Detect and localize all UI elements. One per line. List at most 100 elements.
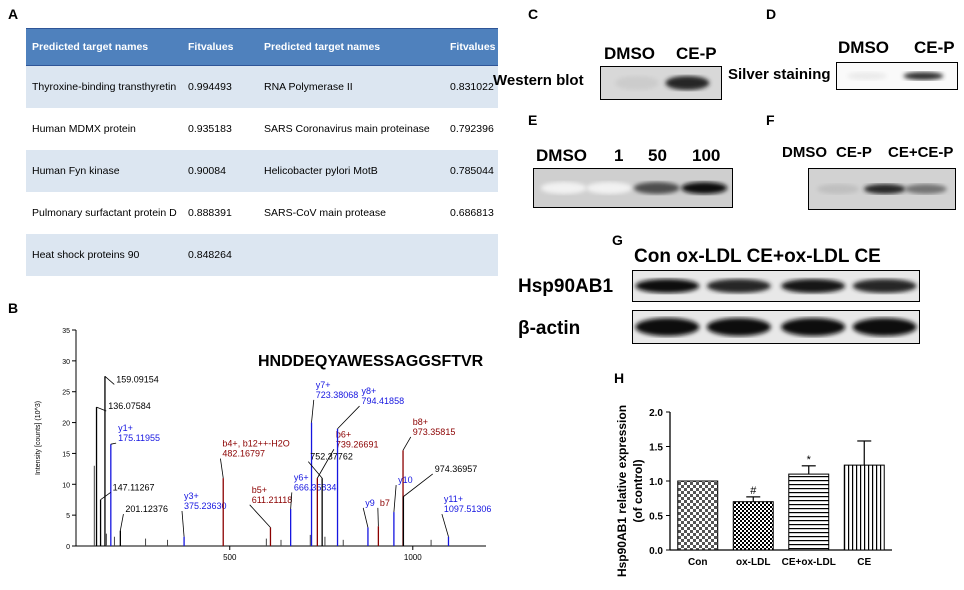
blot-band [706, 318, 771, 336]
target-name-cell: Helicobacter pylori MotB [258, 150, 444, 192]
peak-leader [220, 458, 224, 479]
peak-label: 794.41858 [362, 396, 405, 406]
peak-leader [110, 442, 117, 445]
fitvalue-cell: 0.994493 [182, 65, 258, 108]
lane-label-dmso-c: DMSO [604, 44, 655, 63]
target-name-cell: Thyroxine-binding transthyretin [26, 65, 182, 108]
panel-label-c: C [528, 6, 539, 22]
lane-label-dmso-d: DMSO [838, 38, 889, 57]
bar [788, 473, 830, 551]
peptide-title: HNDDEQYAWESSAGGSFTVR [258, 353, 484, 370]
panel-label-g: G [612, 232, 623, 248]
peak-leader [402, 436, 412, 451]
peak-label: b7 [380, 498, 390, 508]
fitvalue-cell: 0.888391 [188, 207, 232, 219]
peak-label: 974.36957 [435, 464, 478, 474]
peak-label: 723.38068 [316, 390, 359, 400]
lane-label-cep-d: CE-P [914, 38, 955, 57]
peak-label: 147.11267 [113, 482, 155, 492]
blot-band [681, 182, 728, 194]
peak-leader [104, 375, 115, 385]
fitvalue-cell: 0.935183 [188, 123, 232, 135]
beta-actin-label: β-actin [518, 318, 581, 339]
peak-label: 136.07584 [108, 401, 151, 411]
peak-leader [290, 492, 293, 509]
peak-label: 375.23630 [184, 501, 227, 511]
blot-band [635, 279, 700, 293]
peak-leader [307, 461, 323, 479]
peak-leader [100, 492, 111, 501]
target-name-cell: SARS-CoV main protease [264, 207, 386, 219]
lane-label-cecep-f: CE+CE-P [888, 144, 954, 161]
y-tick-label: 1.5 [649, 443, 663, 454]
panel-label-a: A [8, 6, 19, 22]
hsp90ab1-blot [632, 270, 920, 302]
blot-band [635, 318, 700, 336]
blot-band [852, 279, 917, 293]
blot-band [817, 184, 860, 194]
peak-label: 175.11955 [118, 433, 160, 443]
bar [677, 480, 719, 551]
target-name-cell: RNA Polymerase II [258, 65, 444, 108]
bar [843, 464, 885, 551]
x-tick-label: 1000 [404, 553, 422, 562]
peak-label: y1+ [118, 423, 133, 433]
fitvalue-cell: 0.686813 [450, 207, 494, 219]
blot-band [615, 76, 659, 90]
lane-label-dmso-f: DMSO [782, 144, 827, 161]
blot-band [852, 318, 917, 336]
target-name-cell: Human Fyn kinase [26, 150, 182, 192]
peak-leader [403, 473, 433, 497]
lane-header-g: Con ox-LDL CE+ox-LDL CE [634, 246, 881, 267]
peak-leader [362, 507, 369, 528]
peak-label: 159.09154 [116, 374, 159, 384]
peak-label: 973.35815 [413, 427, 456, 437]
peak-leader [311, 399, 315, 423]
panel-label-h: H [614, 370, 625, 386]
y-axis-label-sub: (of control) [631, 459, 645, 522]
peak-label: y9 [365, 498, 375, 508]
beta-actin-blot [632, 310, 920, 344]
fitvalue-cell: 0.831022 [444, 65, 498, 108]
peak-label: 666.35834 [294, 482, 337, 492]
table-row: Pulmonary surfactant protein D 0.888391 SA… [26, 192, 498, 234]
peak-label: 611.21118 [252, 495, 293, 505]
peak-label: y7+ [316, 380, 331, 390]
peak-leader [181, 510, 185, 537]
peak-label: 739.26691 [336, 439, 379, 449]
blot-band [586, 182, 633, 194]
peak-label: b5+ [252, 485, 267, 495]
significance-mark: # [750, 485, 757, 497]
peak-label: b8+ [413, 417, 428, 427]
panel-label-b: B [8, 300, 19, 316]
blot-band [847, 72, 887, 80]
blot-band [904, 184, 947, 194]
category-label: CE [857, 557, 871, 568]
col-header-target-2: Predicted target names [258, 28, 444, 66]
blot-band [633, 182, 680, 194]
target-name-cell: Pulmonary surfactant protein D [32, 207, 177, 219]
peak-label: y8+ [362, 386, 377, 396]
peak-label: 482.16797 [222, 449, 265, 459]
lane-label-100-e: 100 [692, 146, 721, 165]
col-header-fit-2: Fitvalues [444, 28, 498, 66]
predicted-targets-table: Predicted target names Fitvalues Predict… [26, 28, 498, 276]
blot-band [706, 279, 771, 293]
y-axis-label: Hsp90AB1 relative expression [615, 405, 629, 577]
significance-mark: * [807, 454, 812, 466]
peak-label: y6+ [294, 472, 309, 482]
panel-label-d: D [766, 6, 777, 22]
y-tick-label: 0.5 [649, 512, 663, 523]
panel-label-e: E [528, 112, 538, 128]
silver-staining-label: Silver staining [728, 66, 831, 83]
lane-label-dmso-e: DMSO [536, 146, 587, 165]
peak-label: b6+ [336, 429, 351, 439]
peak-label: b4+, b12++-H2O [222, 439, 289, 449]
peak-label: y10 [398, 475, 413, 485]
fitvalue-cell: 0.792396 [450, 123, 494, 135]
